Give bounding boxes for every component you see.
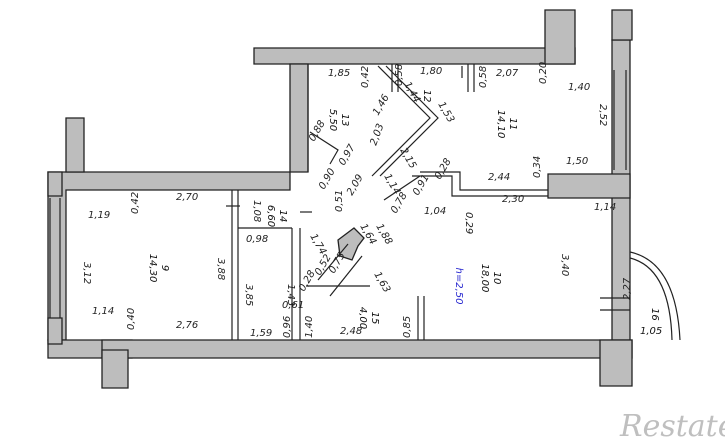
dim-label: 1,80 — [420, 66, 442, 77]
room-14-label: 14 6,60 — [265, 205, 288, 227]
room-12-label: 12 — [421, 90, 432, 103]
dim-label: 1,85 — [328, 68, 350, 79]
dim-label: 2,76 — [176, 320, 198, 331]
dim-label: 0,98 — [246, 234, 268, 245]
dim-label: 2,70 — [176, 192, 198, 203]
svg-text:10: 10 — [491, 272, 502, 285]
dim-label: 1,40 — [568, 82, 590, 93]
svg-text:15: 15 — [369, 312, 380, 325]
dim-label: 0,90 — [317, 167, 338, 192]
ceiling-height-label: h=2,50 — [453, 268, 464, 305]
dim-label: 2,03 — [368, 122, 386, 147]
dim-label: 3,85 — [243, 284, 254, 306]
dim-label: 0,97 — [337, 142, 358, 167]
dim-label: 1,59 — [250, 328, 272, 339]
dim-label: 0,42 — [130, 192, 141, 214]
dim-label: 0,40 — [126, 308, 137, 330]
dim-label: 1,43 — [285, 284, 296, 306]
dim-label: 0,75 — [327, 251, 348, 276]
dim-label: 0,34 — [532, 156, 543, 178]
svg-text:4,00: 4,00 — [357, 307, 368, 329]
svg-text:13: 13 — [339, 114, 350, 127]
dim-label: 2,09 — [345, 173, 366, 198]
svg-text:14,10: 14,10 — [495, 110, 506, 139]
dim-label: 2,30 — [502, 194, 524, 205]
dim-label: 1,04 — [424, 206, 446, 217]
dim-label: 1,19 — [88, 210, 110, 221]
svg-text:14: 14 — [277, 210, 288, 223]
svg-text:11: 11 — [507, 118, 518, 131]
svg-text:14,30: 14,30 — [147, 254, 158, 283]
dim-label: 0,28 — [433, 157, 454, 182]
dim-label: 1,63 — [371, 270, 392, 295]
dim-label: 2,52 — [597, 104, 608, 126]
svg-text:9: 9 — [159, 265, 170, 271]
dim-label: 0,42 — [360, 66, 371, 88]
dim-label: 0,96 — [282, 316, 293, 338]
dim-label: 1,46 — [371, 93, 392, 118]
dim-label: 3,88 — [215, 258, 226, 280]
dim-label: 3,12 — [81, 262, 92, 284]
svg-text:5,50: 5,50 — [327, 109, 338, 131]
dim-label: 2,07 — [496, 68, 519, 79]
watermark-logo: Restate — [619, 409, 725, 444]
dim-label: 0,58 — [394, 64, 405, 86]
room-16-label: 16 1,05 — [640, 308, 662, 337]
room-15-label: 15 4,00 — [357, 307, 380, 329]
dim-label: 0,85 — [402, 316, 413, 338]
svg-text:12: 12 — [421, 90, 432, 103]
room-13-label: 13 5,50 — [327, 109, 350, 131]
dim-label: 2,15 — [397, 146, 418, 171]
partitions — [226, 64, 548, 340]
svg-text:16: 16 — [649, 308, 660, 321]
svg-text:18,00: 18,00 — [479, 264, 490, 293]
room-9-label: 9 14,30 — [147, 254, 170, 283]
dim-label: 0,29 — [463, 212, 474, 234]
dim-label: 1,74 — [307, 232, 328, 257]
dim-label: 1,08 — [251, 200, 262, 222]
dim-label: 1,88 — [373, 222, 394, 247]
room-11-label: 11 14,10 — [495, 110, 518, 139]
dim-label: 0,51 — [334, 190, 345, 212]
dim-label: 1,50 — [566, 156, 588, 167]
room-labels: 9 14,30 10 18,00 11 14,10 12 13 5,50 14 … — [147, 90, 662, 337]
dim-label: 0,88 — [307, 119, 328, 144]
dim-label: 2,27 — [622, 277, 633, 300]
room-10-label: 10 18,00 — [479, 264, 502, 293]
dim-label: 2,44 — [488, 172, 510, 183]
dim-label: 3,40 — [559, 254, 570, 276]
dim-label: 0,20 — [538, 62, 549, 84]
dim-label: 0,61 — [282, 300, 304, 311]
windows — [49, 70, 681, 341]
dim-label: 2,48 — [340, 326, 362, 337]
dim-label: 1,40 — [304, 316, 315, 338]
dim-label: 1,53 — [435, 100, 456, 125]
dim-label: 1,14 — [594, 202, 616, 213]
svg-text:1,05: 1,05 — [640, 326, 662, 337]
dimension-labels: 1,85 0,42 0,58 1,80 0,58 2,07 0,20 1,40 … — [81, 62, 633, 339]
svg-text:6,60: 6,60 — [265, 205, 276, 227]
dim-label: 0,58 — [478, 66, 489, 88]
dim-label: 1,14 — [92, 306, 114, 317]
walls — [47, 9, 633, 389]
